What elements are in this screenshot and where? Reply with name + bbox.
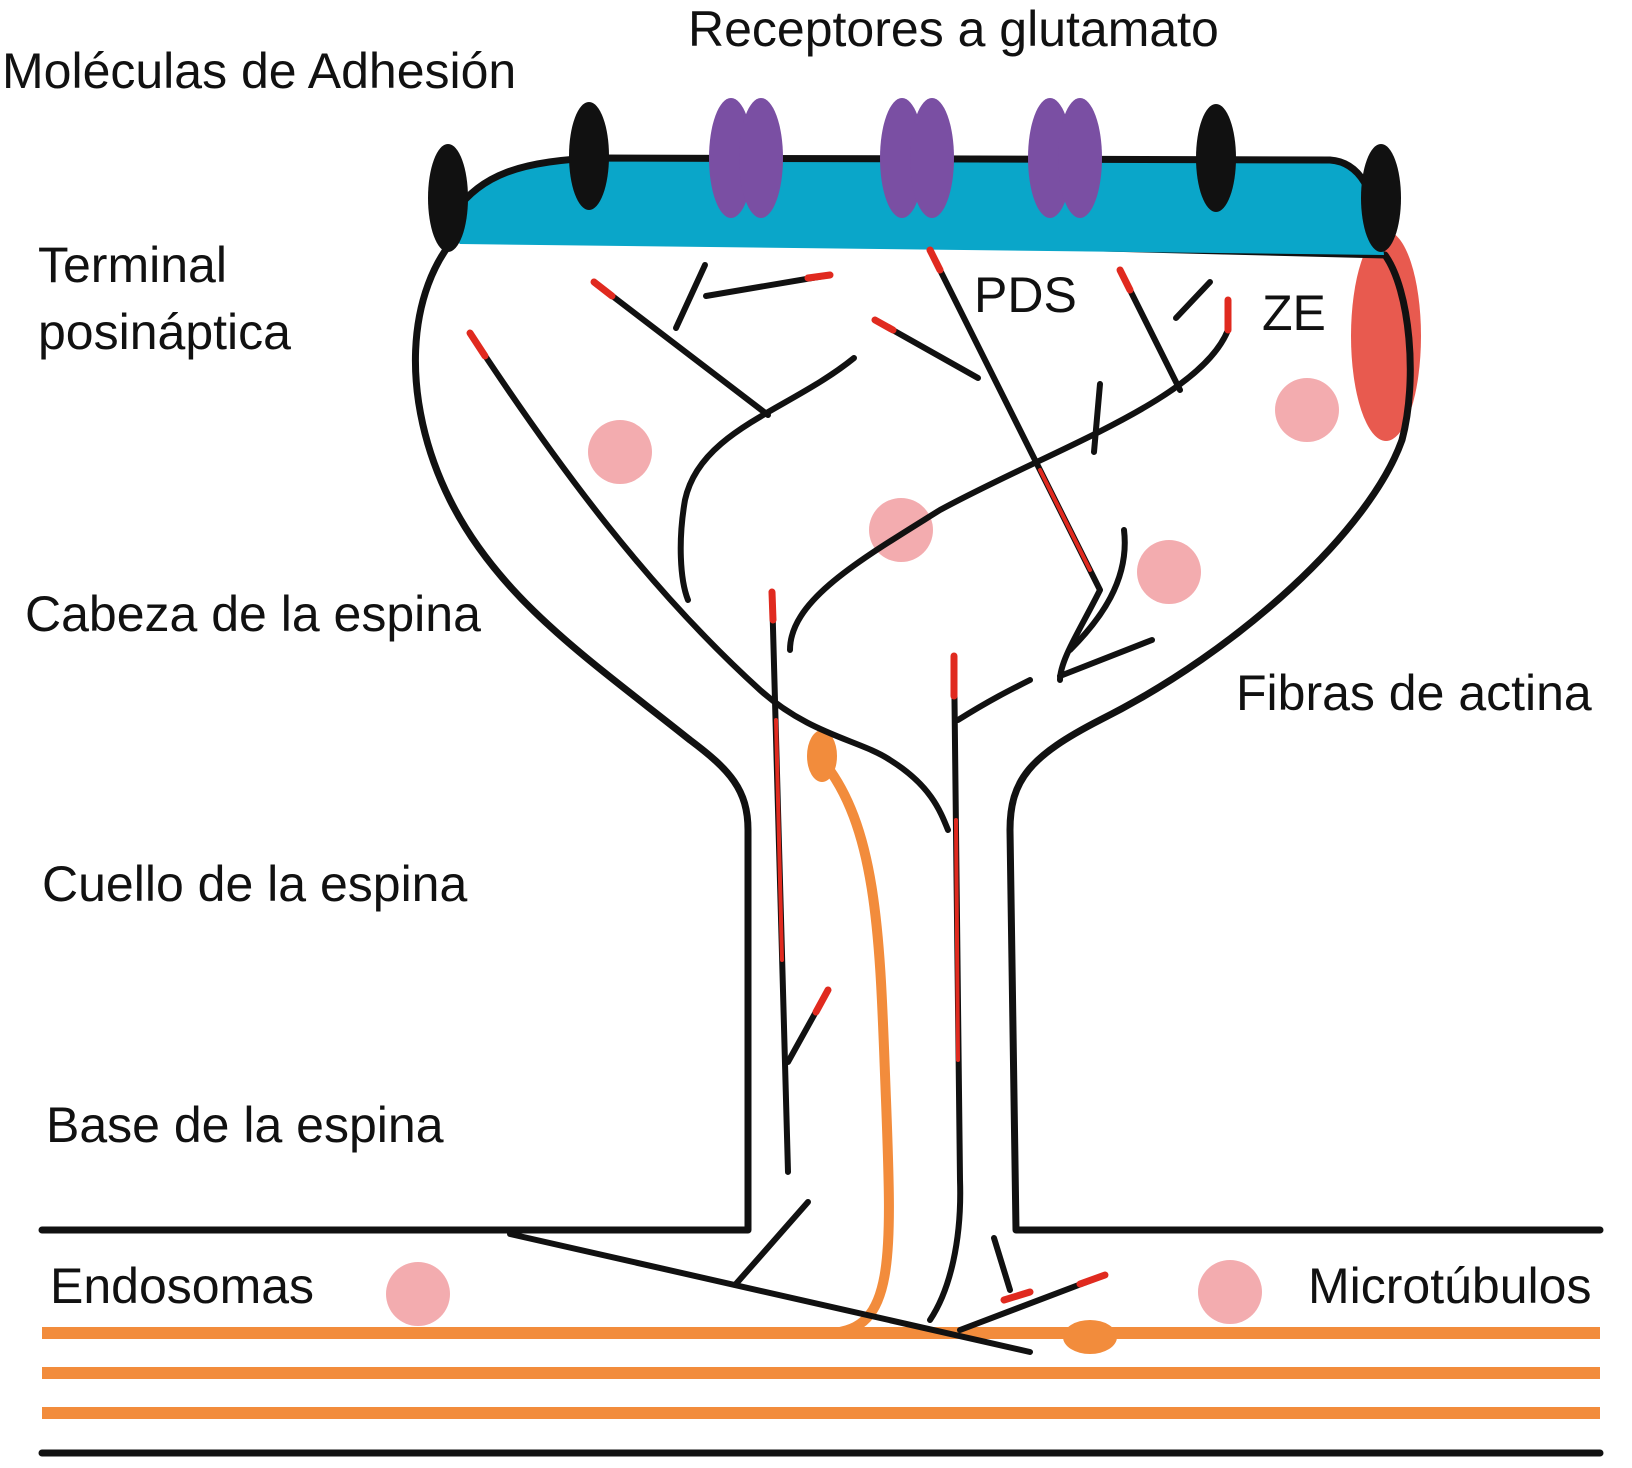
label-spine-neck: Cuello de la espina [42, 856, 468, 912]
label-adhesion-molecules: Moléculas de Adhesión [2, 43, 517, 99]
endosome [588, 420, 652, 484]
adhesion-molecule [1361, 144, 1401, 252]
endosome [1137, 540, 1201, 604]
label-actin-fibers: Fibras de actina [1236, 665, 1592, 721]
label-pds: PDS [974, 267, 1077, 323]
dendrite-membrane [38, 1226, 1604, 1457]
actin-fiber [927, 653, 964, 1323]
postsynaptic-density [453, 158, 1384, 255]
glutamate-receptors [709, 98, 1102, 218]
actin-fiber [787, 327, 1231, 653]
label-ze: ZE [1262, 285, 1326, 341]
glutamate-receptor [880, 98, 954, 218]
actin-fiber [677, 355, 857, 603]
actin-tips [466, 246, 1232, 1304]
actin-fiber [1091, 381, 1103, 455]
actin-fiber [1067, 527, 1128, 653]
glutamate-receptor [709, 98, 783, 218]
actin-tip [590, 278, 616, 300]
actin-fiber [1057, 637, 1155, 679]
endosomes [386, 378, 1339, 1326]
actin-fiber-red-segment [954, 818, 960, 1062]
spine-outline [411, 228, 1414, 1231]
adhesion-molecule [1196, 104, 1236, 212]
adhesion-molecules [428, 102, 1401, 252]
endosome [1275, 378, 1339, 442]
label-glutamate-receptors: Receptores a glutamato [688, 1, 1219, 57]
label-microtubules: Microtúbulos [1308, 1258, 1592, 1314]
motor-protein-base [1063, 1320, 1117, 1354]
actin-fiber [1173, 279, 1213, 321]
adhesion-molecule [428, 144, 468, 252]
label-spine-base: Base de la espina [46, 1097, 444, 1153]
actin-fiber-red-segment [774, 718, 784, 962]
actin-fiber [673, 262, 708, 331]
actin-fiber [991, 1235, 1013, 1293]
actin-tip [1116, 266, 1134, 294]
actin-tip [926, 246, 944, 274]
actin-tip [1076, 1271, 1109, 1288]
actin-fiber [507, 1231, 1033, 1355]
adhesion-molecule [569, 102, 609, 210]
actin-tip [871, 316, 897, 334]
actin-fiber [955, 677, 1033, 723]
endocytic-zone [1351, 231, 1421, 441]
label-postsynaptic-terminal-line1: Terminal [38, 237, 227, 293]
label-spine-head: Cabeza de la espina [25, 586, 481, 642]
microtubules [42, 730, 1600, 1419]
actin-tip [1000, 1288, 1034, 1304]
actin-tip [812, 986, 832, 1016]
actin-fiber [732, 1199, 811, 1288]
endosome [386, 1262, 450, 1326]
actin-fiber [927, 247, 1103, 683]
actin-fiber [467, 330, 951, 833]
label-postsynaptic-terminal-line2: posináptica [38, 304, 291, 360]
endosome [1198, 1260, 1262, 1324]
actin-fibers [467, 247, 1231, 1355]
motor-protein-neck [807, 730, 837, 782]
microtubule-into-spine [817, 755, 894, 1338]
actin-tip [768, 588, 777, 624]
label-endosomes: Endosomas [50, 1258, 315, 1314]
glutamate-receptor [1028, 98, 1102, 218]
actin-fiber-red-segment [1038, 468, 1092, 572]
actin-tip [466, 329, 489, 360]
actin-tip [804, 271, 834, 282]
endosome [869, 498, 933, 562]
actin-fiber [591, 279, 771, 418]
